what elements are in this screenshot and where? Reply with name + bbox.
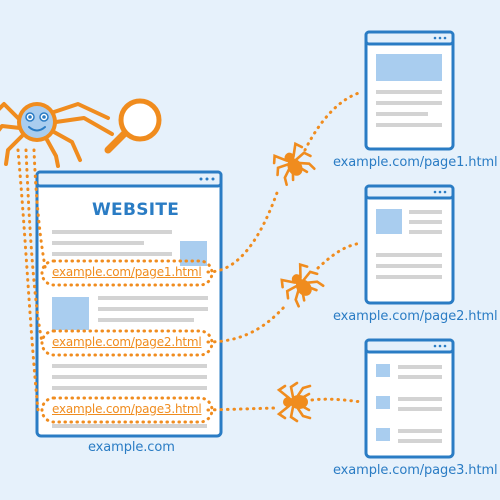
website-link-page2[interactable]: example.com/page2.html: [52, 335, 202, 349]
page2-window: [364, 184, 455, 305]
content-lines: [98, 296, 208, 322]
magnifying-glass-icon: [104, 98, 162, 154]
website-link-page1[interactable]: example.com/page1.html: [52, 265, 202, 279]
page2-url-caption: example.com/page2.html: [333, 309, 498, 324]
window-dots-icon: [433, 344, 447, 348]
content-lines: [376, 210, 442, 279]
page3-window: [364, 338, 455, 459]
spider-icon: [272, 141, 316, 187]
page1-url-caption: example.com/page1.html: [333, 155, 498, 170]
crawl-paths: [16, 90, 364, 412]
image-placeholder: [376, 396, 390, 409]
spider-icon: [280, 262, 325, 308]
content-lines: [376, 90, 442, 127]
page1-window: [364, 30, 455, 151]
link-highlights: [40, 259, 214, 424]
website-link-page3[interactable]: example.com/page3.html: [52, 402, 202, 416]
crawler-spider-icon: [0, 102, 114, 168]
page3-url-caption: example.com/page3.html: [333, 463, 498, 478]
image-placeholder: [376, 209, 402, 234]
image-placeholder: [376, 54, 442, 81]
window-dots-icon: [433, 190, 447, 194]
image-placeholder: [376, 428, 390, 441]
website-title: WEBSITE: [92, 200, 180, 220]
website-domain-caption: example.com: [88, 440, 175, 455]
spider-icon: [276, 381, 312, 423]
content-lines: [52, 230, 172, 256]
content-lines: [398, 365, 442, 443]
image-placeholder: [52, 297, 89, 330]
content-lines: [52, 364, 207, 428]
image-placeholder: [376, 364, 390, 377]
window-dots-icon: [199, 177, 215, 181]
window-dots-icon: [433, 36, 447, 40]
